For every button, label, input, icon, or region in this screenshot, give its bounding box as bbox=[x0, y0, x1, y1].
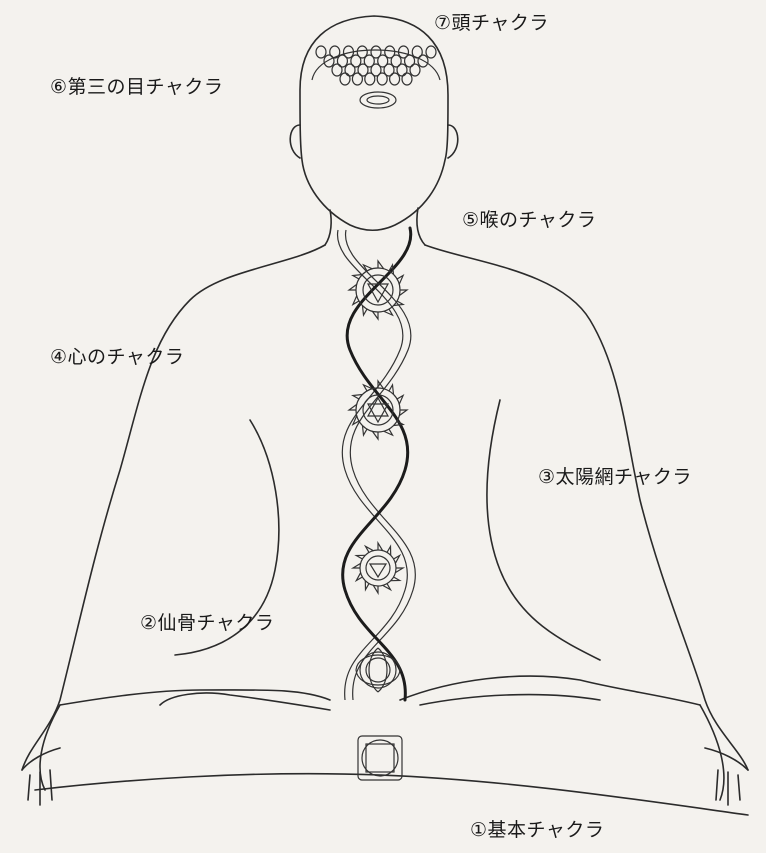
crown-petal bbox=[337, 55, 347, 67]
crown-petal bbox=[332, 64, 342, 76]
right-torso-line bbox=[487, 400, 600, 660]
head-outline bbox=[300, 16, 448, 230]
crown-petal bbox=[410, 64, 420, 76]
neck-left bbox=[325, 210, 331, 245]
left-ear bbox=[290, 125, 300, 158]
crown-petal bbox=[365, 73, 375, 85]
label-third-eye-chakra: ⑥第三の目チャクラ bbox=[50, 72, 223, 99]
crown-petal bbox=[316, 46, 326, 58]
crown-lotus-icon bbox=[312, 46, 440, 85]
right-hand-icon bbox=[705, 748, 748, 805]
sacral-chakra-icon bbox=[356, 648, 400, 692]
label-throat-chakra: ⑤喉のチャクラ bbox=[462, 205, 596, 232]
label-solar-plexus-chakra: ③太陽網チャクラ bbox=[538, 462, 692, 489]
crown-petal bbox=[390, 73, 400, 85]
right-shoulder bbox=[425, 245, 748, 770]
right-foot bbox=[420, 695, 600, 705]
label-sacral-chakra: ②仙骨チャクラ bbox=[140, 608, 274, 635]
neck-right bbox=[417, 208, 425, 245]
root-chakra-icon bbox=[358, 736, 402, 780]
crown-petal bbox=[397, 64, 407, 76]
crown-petal bbox=[352, 73, 362, 85]
crown-petal bbox=[377, 73, 387, 85]
third-eye-icon bbox=[360, 92, 396, 108]
left-foot bbox=[160, 693, 330, 710]
crown-petal bbox=[426, 46, 436, 58]
crown-petal bbox=[340, 73, 350, 85]
crown-petal bbox=[405, 55, 415, 67]
crown-petal bbox=[324, 55, 334, 67]
right-ear bbox=[448, 125, 458, 158]
label-heart-chakra: ④心のチャクラ bbox=[50, 342, 184, 369]
heart-chakra-icon bbox=[349, 381, 407, 439]
label-crown-chakra: ⑦頭チャクラ bbox=[434, 8, 549, 35]
crown-petal bbox=[402, 73, 412, 85]
label-root-chakra: ①基本チャクラ bbox=[470, 815, 604, 842]
crown-petal bbox=[345, 64, 355, 76]
solar-plexus-chakra-icon bbox=[353, 543, 403, 593]
